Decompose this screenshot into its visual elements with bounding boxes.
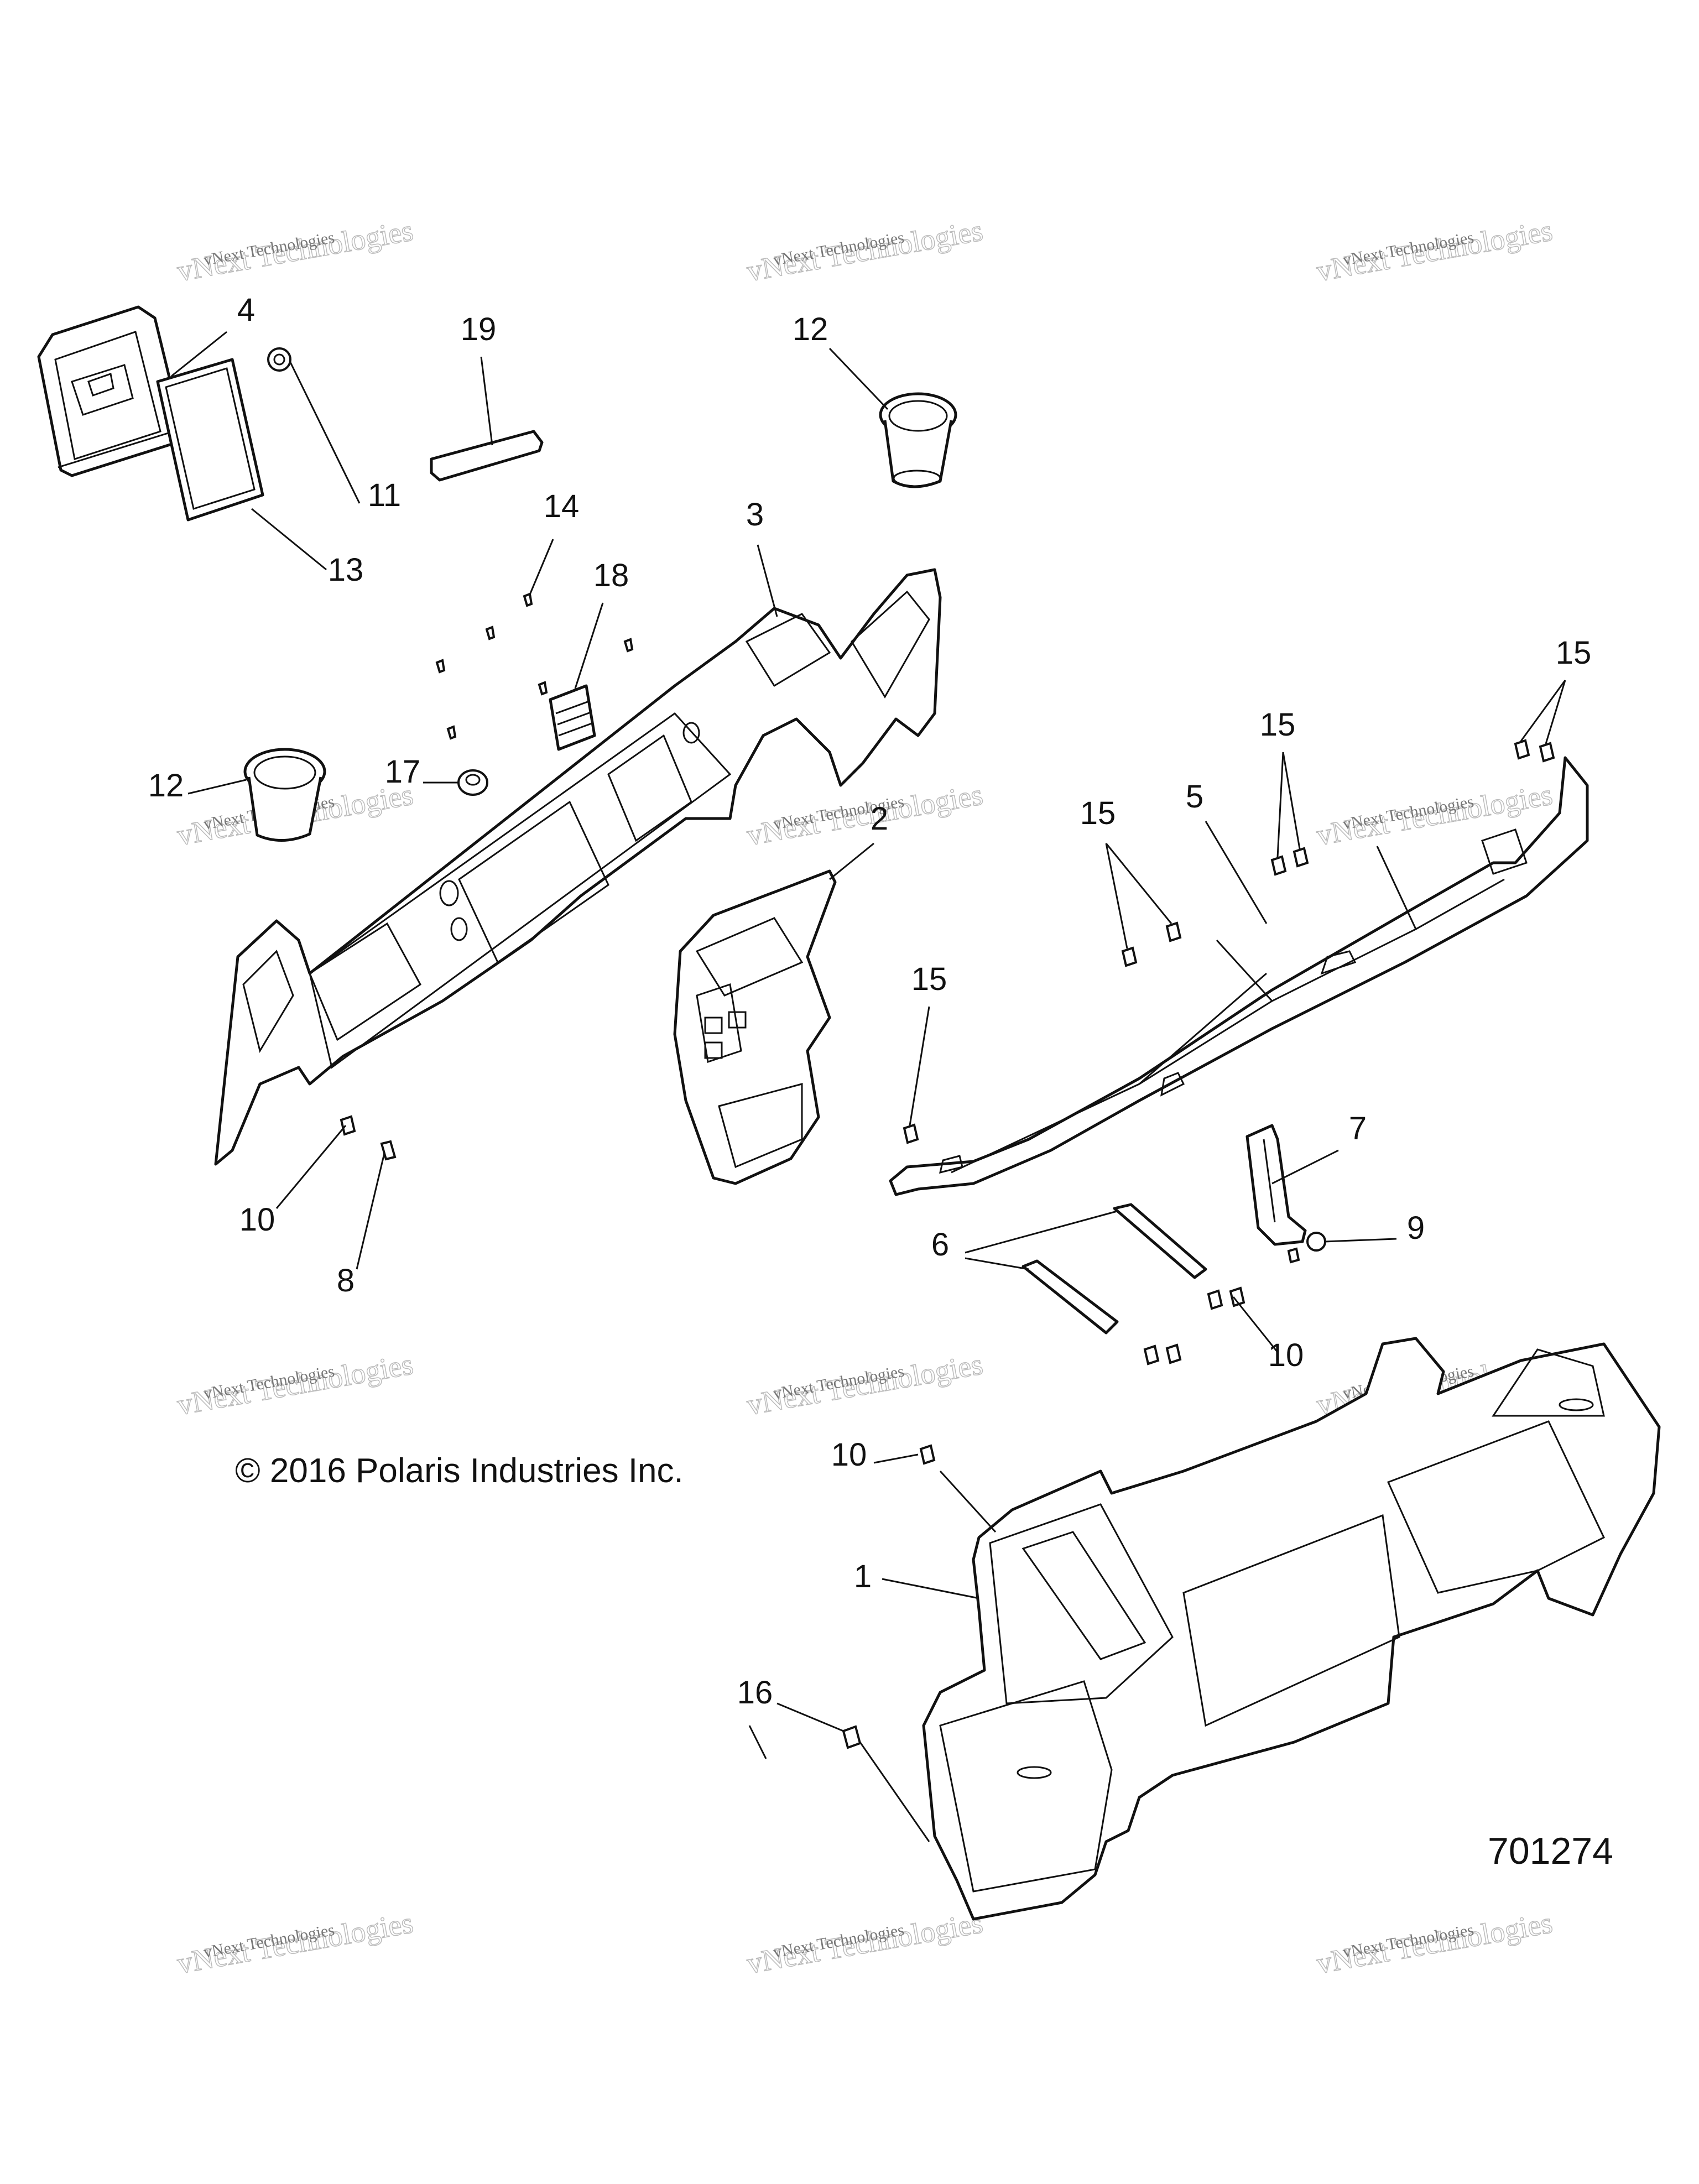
- callout-16: 16: [737, 1675, 773, 1711]
- callout-6: 6: [931, 1227, 949, 1263]
- part-16-screw: [842, 1725, 862, 1749]
- part-3-upper-dash: [214, 568, 942, 1166]
- callout-11: 11: [368, 477, 401, 513]
- part-12-cupholder-top: [879, 392, 957, 488]
- callout-labels: 1234567891010101112121314151515151617181…: [148, 292, 1592, 1711]
- part-5-dash-cover: [889, 756, 1589, 1196]
- leader-lines: [171, 331, 1566, 1842]
- part-12-cupholder-left: [243, 748, 326, 842]
- part-7-bracket: [1245, 1124, 1307, 1246]
- callout-1: 1: [854, 1558, 872, 1594]
- part-6-brackets: [1022, 1203, 1207, 1335]
- callout-12: 12: [148, 768, 184, 804]
- part-9-screw: [1287, 1232, 1326, 1264]
- part-1-lower-dash: [922, 1337, 1661, 1921]
- part-13-seal: [156, 358, 264, 522]
- callout-10: 10: [831, 1437, 867, 1473]
- callout-18: 18: [593, 557, 629, 593]
- part-2-center-console: [673, 869, 837, 1185]
- callout-9: 9: [1407, 1210, 1425, 1246]
- callout-15: 15: [1260, 707, 1296, 743]
- part-4-glovebox-door: [37, 305, 184, 477]
- callout-15: 15: [911, 961, 947, 997]
- callout-7: 7: [1349, 1111, 1367, 1146]
- part-19-strip: [430, 430, 544, 482]
- callout-10: 10: [239, 1202, 275, 1238]
- callout-10: 10: [1268, 1337, 1304, 1373]
- callout-14: 14: [544, 488, 580, 524]
- fasteners-10-8-left: [340, 1115, 397, 1161]
- copyright-notice: © 2016 Polaris Industries Inc.: [235, 1452, 684, 1490]
- callout-17: 17: [385, 754, 421, 790]
- callout-5: 5: [1186, 779, 1203, 815]
- callout-4: 4: [237, 292, 255, 328]
- fasteners-15: [903, 739, 1555, 1144]
- callout-15: 15: [1556, 635, 1592, 671]
- callout-3: 3: [746, 497, 764, 533]
- callout-12: 12: [793, 311, 828, 347]
- fasteners-14: [435, 592, 634, 740]
- callout-8: 8: [337, 1263, 355, 1299]
- figure-id: 701274: [1488, 1830, 1613, 1872]
- callout-19: 19: [461, 311, 497, 347]
- part-17-grommet: [457, 769, 488, 796]
- callout-13: 13: [328, 552, 364, 588]
- part-18-vent: [549, 684, 596, 751]
- callout-2: 2: [871, 801, 888, 837]
- callout-15: 15: [1080, 795, 1116, 831]
- fasteners-10-right: [919, 1286, 1245, 1465]
- part-11-nut: [267, 347, 291, 372]
